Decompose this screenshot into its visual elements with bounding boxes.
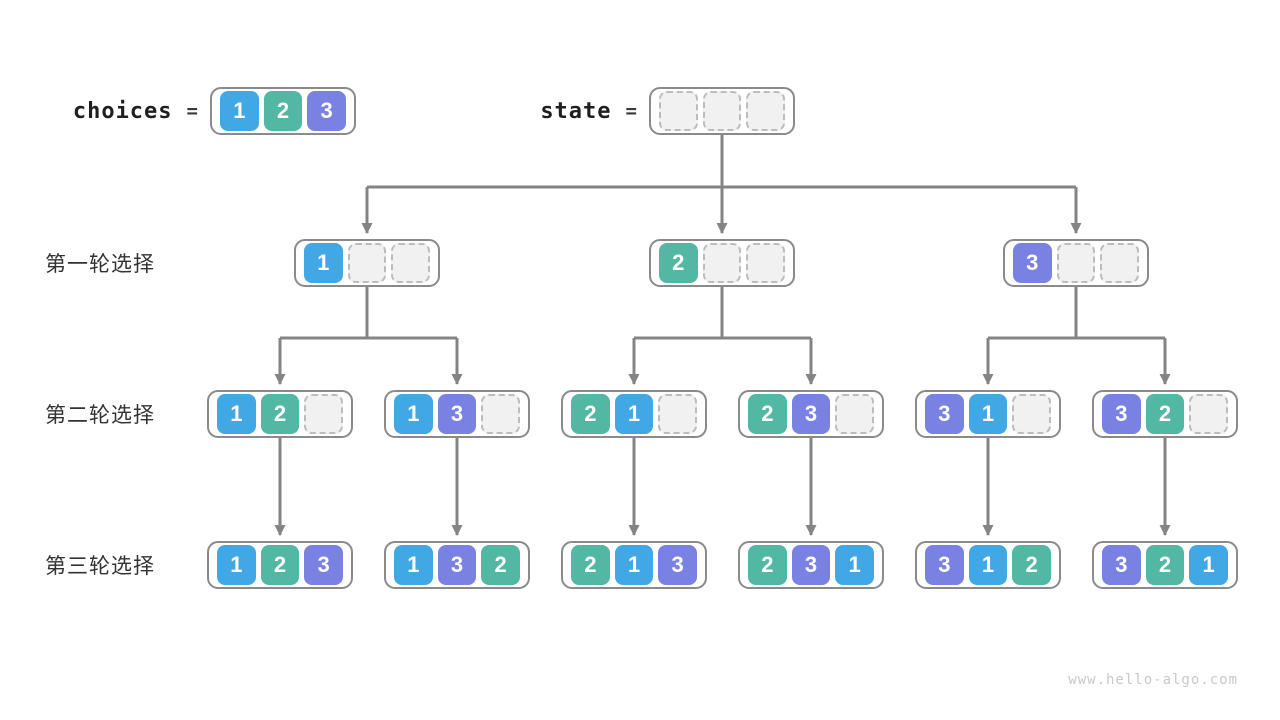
value-cell-3: 3 <box>437 545 477 585</box>
value-cell-3: 3 <box>925 394 964 434</box>
state-node-r1-3: 3 <box>1003 239 1149 287</box>
state-array <box>649 87 795 135</box>
value-cell-1: 1 <box>217 545 256 585</box>
round-label-3: 第三轮选择 <box>45 555 155 578</box>
round-label-1: 第一轮选择 <box>45 253 155 276</box>
value-cell-2: 2 <box>1145 545 1185 585</box>
value-cell-1: 1 <box>614 545 654 585</box>
empty-cell <box>702 91 742 131</box>
empty-cell <box>1189 394 1229 434</box>
state-label: state <box>540 98 612 124</box>
value-cell-2: 2 <box>1145 394 1185 434</box>
empty-cell <box>1056 243 1096 283</box>
value-cell-2: 2 <box>571 394 610 434</box>
empty-cell <box>746 91 786 131</box>
state-node-r1-1: 1 <box>294 239 440 287</box>
state-equals-sign: = <box>625 100 637 122</box>
value-cell-3: 3 <box>1013 243 1052 283</box>
watermark: www.hello-algo.com <box>1068 672 1238 688</box>
empty-cell <box>746 243 786 283</box>
empty-cell <box>481 394 521 434</box>
value-cell-2: 2 <box>481 545 521 585</box>
value-cell-2: 2 <box>1012 545 1052 585</box>
value-cell-2: 2 <box>263 91 303 131</box>
value-cell-3: 3 <box>304 545 344 585</box>
value-cell-2: 2 <box>260 394 300 434</box>
choices-label: choices <box>72 98 173 124</box>
value-cell-1: 1 <box>220 91 259 131</box>
state-header: state = <box>540 87 637 135</box>
value-cell-1: 1 <box>394 394 433 434</box>
choices-equals-sign: = <box>186 100 198 122</box>
state-node-r1-2: 2 <box>649 239 795 287</box>
value-cell-3: 3 <box>1102 394 1141 434</box>
empty-cell <box>391 243 431 283</box>
value-cell-3: 3 <box>925 545 964 585</box>
value-cell-1: 1 <box>304 243 343 283</box>
value-cell-2: 2 <box>260 545 300 585</box>
empty-cell <box>347 243 387 283</box>
empty-cell <box>835 394 875 434</box>
value-cell-3: 3 <box>791 545 831 585</box>
empty-cell <box>659 91 698 131</box>
value-cell-1: 1 <box>1189 545 1229 585</box>
value-cell-2: 2 <box>659 243 698 283</box>
value-cell-1: 1 <box>968 545 1008 585</box>
empty-cell <box>1012 394 1052 434</box>
value-cell-3: 3 <box>437 394 477 434</box>
value-cell-1: 1 <box>394 545 433 585</box>
value-cell-3: 3 <box>658 545 698 585</box>
empty-cell <box>304 394 344 434</box>
value-cell-3: 3 <box>791 394 831 434</box>
empty-cell <box>658 394 698 434</box>
value-cell-1: 1 <box>217 394 256 434</box>
empty-cell <box>1100 243 1140 283</box>
value-cell-2: 2 <box>748 545 787 585</box>
value-cell-1: 1 <box>614 394 654 434</box>
choices-header: choices = <box>73 87 198 135</box>
empty-cell <box>702 243 742 283</box>
value-cell-1: 1 <box>968 394 1008 434</box>
value-cell-3: 3 <box>1102 545 1141 585</box>
value-cell-2: 2 <box>748 394 787 434</box>
value-cell-2: 2 <box>571 545 610 585</box>
value-cell-1: 1 <box>835 545 875 585</box>
value-cell-3: 3 <box>307 91 347 131</box>
round-label-2: 第二轮选择 <box>45 404 155 427</box>
